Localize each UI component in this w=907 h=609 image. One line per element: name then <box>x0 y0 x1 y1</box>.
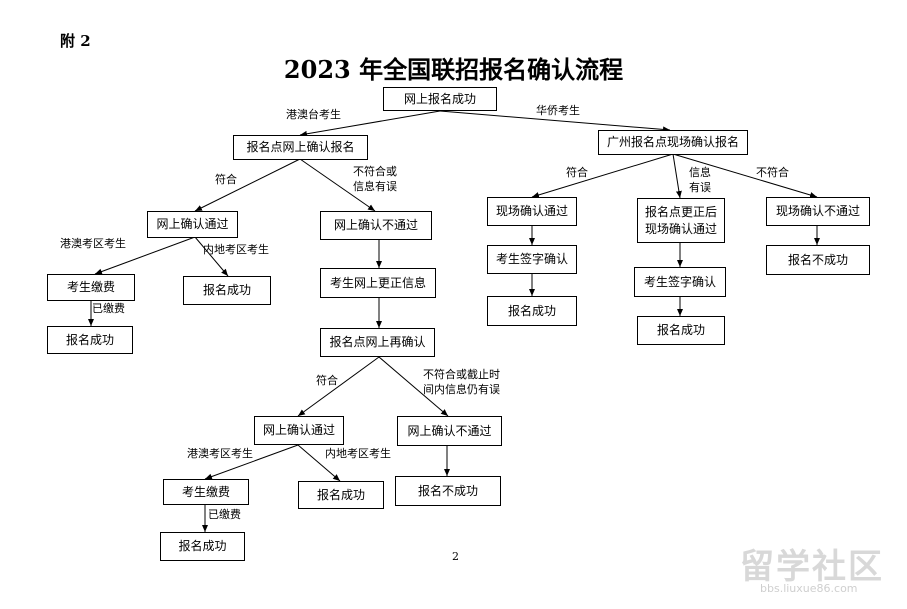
arrow-online-confirm-to-pass1 <box>194 158 301 212</box>
arrow-reconfirm-to-fail2 <box>378 356 449 417</box>
arrow-pass2-to-success-mainland2 <box>297 444 341 482</box>
node-success-hk1: 报名成功 <box>47 326 133 354</box>
attachment-label: 附 2 <box>60 32 91 50</box>
arrow-pass1-to-fee1 <box>94 236 196 275</box>
node-success-mainland1: 报名成功 <box>183 276 271 305</box>
page-number: 2 <box>452 550 459 563</box>
arrow-root-to-online-confirm <box>299 110 441 137</box>
edge-label-match1: 符合 <box>215 173 237 186</box>
edge-label-paid1: 已缴费 <box>92 302 125 315</box>
watermark-url: bbs.liuxue86.com <box>760 582 858 595</box>
edge-label-paid2: 已缴费 <box>208 508 241 521</box>
edge-label-mismatch1: 不符合或 信息有误 <box>353 165 397 193</box>
arrow-gz-to-onsite-pass <box>531 153 674 198</box>
edge-label-match3: 符合 <box>566 166 588 179</box>
node-onsite-pass: 现场确认通过 <box>487 197 577 226</box>
node-gz-onsite: 广州报名点现场确认报名 <box>598 130 748 155</box>
watermark-brand: 留学社区 <box>740 547 884 587</box>
node-root: 网上报名成功 <box>383 87 497 111</box>
arrow-reconfirm-to-pass2 <box>297 356 380 417</box>
node-online-confirm: 报名点网上确认报名 <box>233 135 368 160</box>
node-fee1: 考生缴费 <box>47 274 135 301</box>
arrow-online-confirm-to-fail1 <box>299 158 376 212</box>
node-success-mainland2: 报名成功 <box>298 481 384 509</box>
node-pass2: 网上确认通过 <box>254 416 344 445</box>
node-success-a: 报名成功 <box>487 296 577 326</box>
node-reconfirm: 报名点网上再确认 <box>320 328 435 357</box>
node-success-b: 报名成功 <box>637 316 725 345</box>
node-fail-final: 报名不成功 <box>395 476 501 506</box>
node-fail1: 网上确认不通过 <box>320 211 432 240</box>
edge-label-mismatch3: 不符合 <box>756 166 789 179</box>
edge-label-mainland-region2: 内地考区考生 <box>325 447 391 460</box>
edge-label-mainland-region1: 内地考区考生 <box>203 243 269 256</box>
node-fee2: 考生缴费 <box>163 479 249 505</box>
edge-label-hk-macau-tw: 港澳台考生 <box>286 108 341 121</box>
node-onsite-fail: 现场确认不通过 <box>766 197 870 226</box>
arrow-pass1-to-success-mainland1 <box>194 236 229 277</box>
node-fail-onsite-result: 报名不成功 <box>766 245 870 275</box>
edge-label-hk-region2: 港澳考区考生 <box>187 447 253 460</box>
node-corrected: 报名点更正后 现场确认通过 <box>637 198 725 243</box>
node-sign-a: 考生签字确认 <box>487 245 577 274</box>
edge-label-match2: 符合 <box>316 374 338 387</box>
arrow-pass2-to-fee2 <box>204 444 299 480</box>
node-success-hk2: 报名成功 <box>160 532 245 561</box>
node-sign-b: 考生签字确认 <box>634 267 726 297</box>
arrow-gz-to-corrected <box>672 153 682 199</box>
edge-label-overseas-chinese: 华侨考生 <box>536 104 580 117</box>
arrow-gz-to-onsite-fail <box>672 153 818 198</box>
edge-label-hk-region1: 港澳考区考生 <box>60 237 126 250</box>
arrow-root-to-gz-onsite <box>439 110 671 133</box>
edge-label-info-wrong: 信息 有误 <box>689 166 711 194</box>
node-pass1: 网上确认通过 <box>147 211 238 238</box>
node-fail2: 网上确认不通过 <box>397 416 502 446</box>
edge-label-mismatch2: 不符合或截止时 间内信息仍有误 <box>423 368 500 396</box>
node-correct-info: 考生网上更正信息 <box>320 268 436 298</box>
page-title: 2023 年全国联招报名确认流程 <box>283 55 624 84</box>
